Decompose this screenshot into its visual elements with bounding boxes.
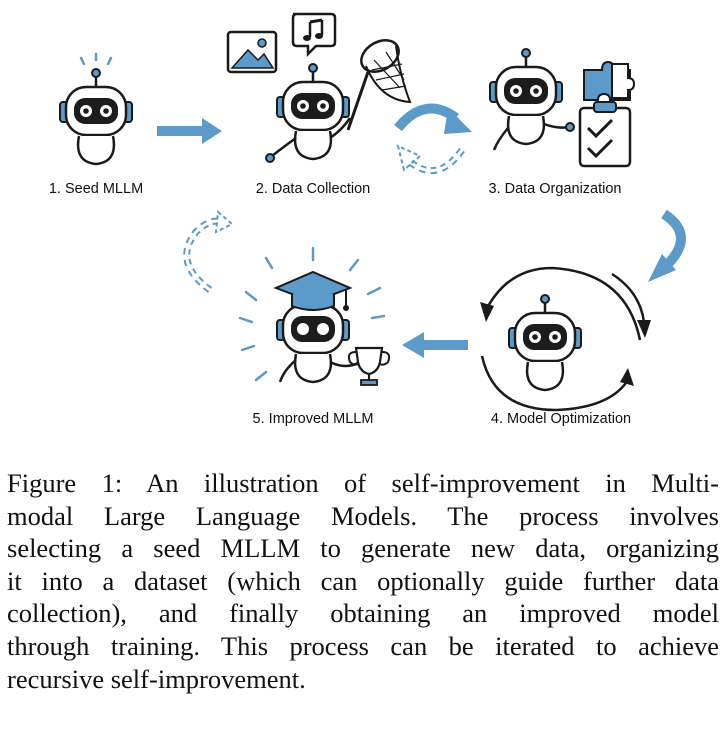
step-label-data-organization: 3. Data Organization <box>488 181 622 197</box>
caption-line: modal Large Language Models. The process… <box>7 500 719 531</box>
dashed-arrow-organization-to-collection <box>396 144 465 174</box>
arrow-organization-to-optimization <box>648 209 686 282</box>
caption-line: it into a dataset (which can optionally … <box>7 565 719 596</box>
dashed-arrow-iterate <box>183 209 234 293</box>
arrow-collection-to-organization <box>394 103 472 134</box>
seed-mllm-robot <box>58 52 134 166</box>
step-label-data-collection: 2. Data Collection <box>255 181 371 197</box>
caption-line: through training. This process can be it… <box>7 630 719 661</box>
arrow-optimization-to-improved <box>402 332 468 358</box>
self-improvement-diagram <box>58 12 686 412</box>
figure-caption: Figure 1: An illustration of self-improv… <box>7 467 719 695</box>
caption-line: recursive self-improvement. <box>7 663 306 694</box>
caption-line: selecting a seed MLLM to generate new da… <box>7 533 719 564</box>
music-note-icon <box>291 12 337 58</box>
step-label-seed-mllm: 1. Seed MLLM <box>48 181 144 197</box>
data-organization-robot <box>488 47 575 151</box>
caption-line: Figure 1: An illustration of self-improv… <box>7 468 719 498</box>
step-label-improved-mllm: 5. Improved MLLM <box>252 411 374 427</box>
step-label-model-optimization: 4. Model Optimization <box>490 411 632 427</box>
graduation-cap-icon <box>273 270 353 311</box>
puzzle-icon <box>583 60 636 101</box>
clipboard-check-icon <box>578 101 632 168</box>
cycle-arrows-icon <box>480 266 651 412</box>
butterfly-net-icon <box>346 39 412 131</box>
caption-line: collection), and finally obtaining an im… <box>7 598 719 629</box>
arrow-seed-to-collection <box>157 118 222 144</box>
model-optimization-robot <box>507 293 583 392</box>
trophy-icon <box>347 346 391 386</box>
image-icon <box>226 30 278 74</box>
data-collection-robot <box>265 62 352 163</box>
